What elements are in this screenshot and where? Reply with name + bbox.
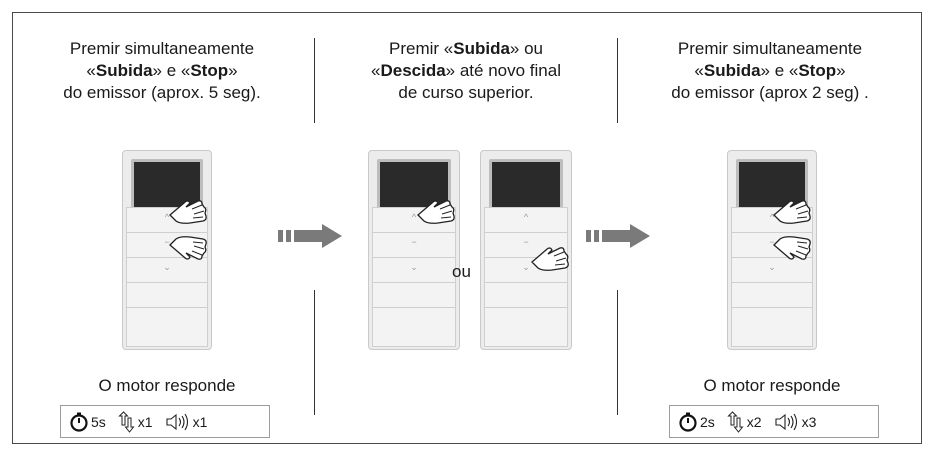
step-2-line-2: «Descida» até novo final <box>371 61 561 80</box>
divider-2-bottom <box>617 290 618 415</box>
movement-count: x2 <box>746 413 762 430</box>
remote-extra-button-2 <box>372 307 456 347</box>
step-2-instruction: Premir «Subida» ou «Descida» até novo fi… <box>322 38 610 104</box>
remote-down-button: ⌄ <box>372 257 456 284</box>
remote-extra-button-1 <box>731 282 813 309</box>
response-3-title: O motor responde <box>703 376 841 395</box>
response-3-box: 2s x2 x3 <box>669 405 879 438</box>
remote-extra-button-2 <box>484 307 568 347</box>
step-1-line-3: do emissor (aprox. 5 seg). <box>63 83 261 102</box>
remote-stop-button: − <box>372 232 456 259</box>
remote-control-1: ^ − ⌄ <box>122 150 212 350</box>
pointing-hand-icon <box>169 200 207 224</box>
remote-control-3: ^ − ⌄ <box>480 150 572 350</box>
timer-item: 5s <box>69 412 106 432</box>
key-subida: Subida <box>703 61 761 80</box>
pointing-hand-icon <box>773 200 811 224</box>
pointing-hand-icon <box>417 200 455 224</box>
remote-down-button: ⌄ <box>731 257 813 284</box>
stopwatch-icon <box>70 412 88 432</box>
remote-extra-button-1 <box>126 282 208 309</box>
step-2-line-3: de curso superior. <box>398 83 534 102</box>
remote-extra-button-1 <box>484 282 568 309</box>
step-1-instruction: Premir simultaneamente «Subida» e «Stop»… <box>22 38 302 104</box>
or-label: ou <box>452 262 471 281</box>
key-subida: Subida <box>453 39 510 58</box>
remote-extra-button-1 <box>372 282 456 309</box>
frame-bottom-edge <box>12 443 922 444</box>
movement-count: x1 <box>137 413 153 430</box>
divider-2-top <box>617 38 618 123</box>
movement-item: x1 <box>118 410 153 433</box>
timer-value: 2s <box>700 413 715 430</box>
step-1-line-1: Premir simultaneamente <box>69 39 255 58</box>
dashed-arrow-icon <box>278 224 342 248</box>
remote-up-button: ^ <box>484 207 568 234</box>
pointing-hand-icon <box>773 236 811 260</box>
step-3-instruction: Premir simultaneamente «Subida» e «Stop»… <box>625 38 915 104</box>
timer-value: 5s <box>91 413 106 430</box>
key-stop: Stop <box>798 61 837 80</box>
step-3-line-3: do emissor (aprox 2 seg) . <box>671 83 869 102</box>
remote-extra-button-2 <box>126 307 208 347</box>
sound-item: x1 <box>165 412 208 432</box>
response-1-box: 5s x1 x1 <box>60 405 270 438</box>
stopwatch-icon <box>679 412 697 432</box>
step-3-line-2: «Subida» e «Stop» <box>694 61 846 80</box>
step-2-line-1: Premir «Subida» ou <box>389 39 543 58</box>
speaker-icon <box>775 413 797 430</box>
divider-1-bottom <box>314 290 315 415</box>
divider-1-top <box>314 38 315 123</box>
up-down-arrows-icon <box>727 410 744 433</box>
pointing-hand-icon <box>169 236 207 260</box>
key-subida: Subida <box>95 61 153 80</box>
sound-count: x1 <box>192 413 208 430</box>
up-down-arrows-icon <box>118 410 135 433</box>
sound-count: x3 <box>801 413 817 430</box>
key-descida: Descida <box>380 61 446 80</box>
timer-item: 2s <box>678 412 715 432</box>
key-stop: Stop <box>190 61 229 80</box>
sound-item: x3 <box>774 412 817 432</box>
step-1-line-2: «Subida» e «Stop» <box>86 61 238 80</box>
movement-item: x2 <box>727 410 762 433</box>
pointing-hand-icon <box>531 247 569 271</box>
diagram-frame <box>12 12 922 444</box>
remote-extra-button-2 <box>731 307 813 347</box>
remote-control-2: ^ − ⌄ <box>368 150 460 350</box>
step-3-line-1: Premir simultaneamente <box>677 39 863 58</box>
speaker-icon <box>166 413 188 430</box>
response-1-title: O motor responde <box>98 376 236 395</box>
dashed-arrow-icon <box>586 224 650 248</box>
